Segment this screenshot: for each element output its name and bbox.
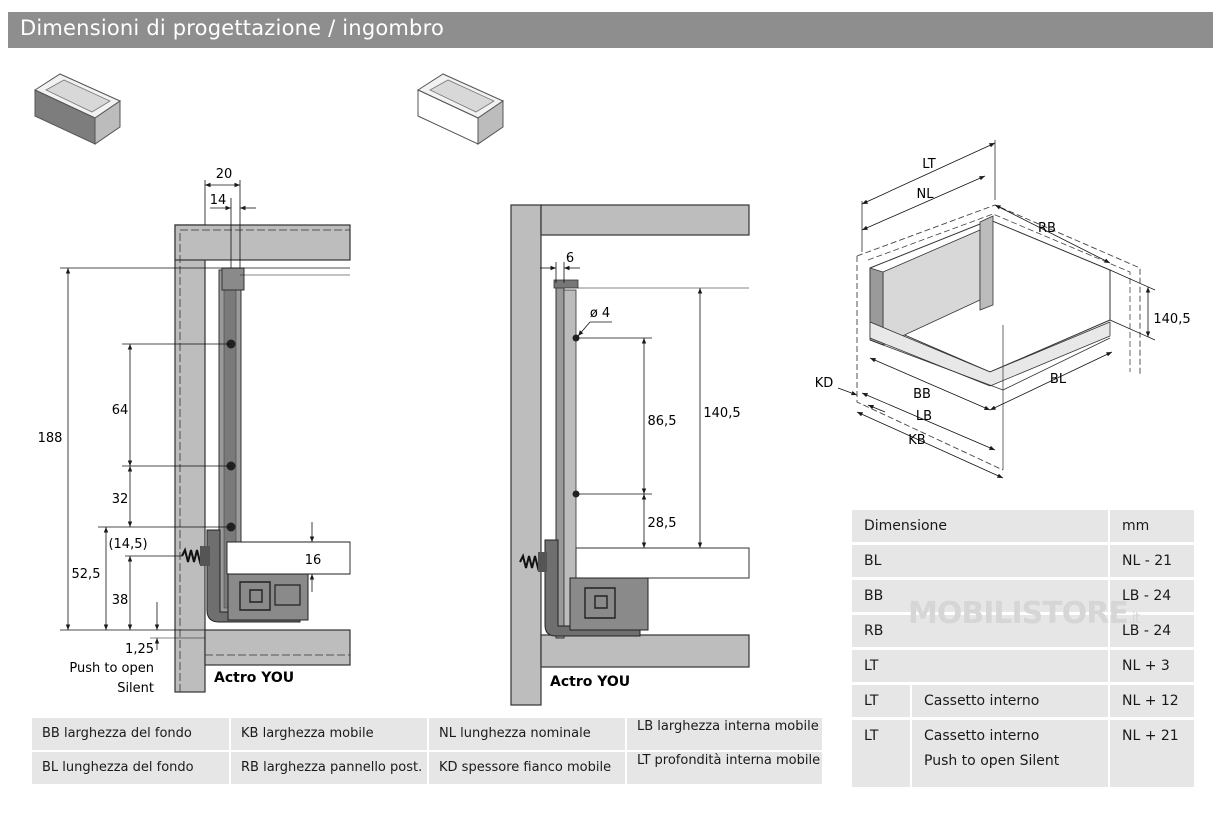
dim-label-28-5: 28,5 xyxy=(648,516,677,531)
table-row-value: LB - 24 xyxy=(1110,615,1194,647)
caption-left: Actro YOU xyxy=(214,670,294,686)
table-row-dim: BB xyxy=(852,580,1108,612)
table-row-dim: RB xyxy=(852,615,1108,647)
dim-label-140-5-mid: 140,5 xyxy=(703,406,740,421)
dim-label-188: 188 xyxy=(38,431,63,446)
legend-lb: LB larghezza interna mobile xyxy=(627,718,822,750)
header-bar: Dimensioni di progettazione / ingombro xyxy=(8,12,1213,48)
drawer-icon-overlay xyxy=(416,73,505,145)
iso-label-bl: BL xyxy=(1050,372,1067,387)
iso-label-bb: BB xyxy=(913,387,931,402)
legend-bb: BB larghezza del fondo xyxy=(32,718,229,750)
table-header-dimension: Dimensione xyxy=(852,510,1108,542)
iso-label-rb: RB xyxy=(1038,221,1056,236)
table-row-value: NL + 3 xyxy=(1110,650,1194,682)
note-silent: Silent xyxy=(117,681,154,696)
dimension-table: Dimensione mm BL NL - 21 BB LB - 24 RB L… xyxy=(852,510,1194,787)
drawer-icon-inset xyxy=(33,73,122,145)
table-row-note: Cassetto interno xyxy=(924,728,1040,744)
iso-label-kd: KD xyxy=(815,376,834,391)
table-row-dim: BL xyxy=(852,545,1108,577)
table-row-dim: LT xyxy=(852,720,910,787)
watermark-logo: MOBILISTORE.it xyxy=(908,596,1141,631)
table-row-value: NL + 12 xyxy=(1110,685,1194,717)
legend-bl: BL lunghezza del fondo xyxy=(32,752,229,784)
dim-label-dia-4: ø 4 xyxy=(590,306,610,321)
dim-label-86-5: 86,5 xyxy=(648,414,677,429)
dim-label-20: 20 xyxy=(216,167,233,182)
isometric-drawing: LT NL RB 140,5 KD BB LB KB BL xyxy=(815,140,1191,479)
abbreviation-legend: BB larghezza del fondo KB larghezza mobi… xyxy=(32,718,822,786)
legend-lt: LT profondità interna mobile xyxy=(627,752,822,784)
table-row-value: NL - 21 xyxy=(1110,545,1194,577)
dim-label-64: 64 xyxy=(112,403,129,418)
middle-section-drawing: 6 ø 4 86,5 140,5 28,5 Actro YOU xyxy=(510,204,750,706)
table-row-note: Cassetto interno xyxy=(912,685,1108,717)
dim-label-16: 16 xyxy=(305,553,322,568)
dim-label-6: 6 xyxy=(566,251,574,266)
table-row-dim: LT xyxy=(852,685,910,717)
iso-label-kb: KB xyxy=(908,433,925,448)
table-header-mm: mm xyxy=(1110,510,1194,542)
dim-label-52-5: 52,5 xyxy=(72,567,101,582)
table-row-note-multi: Cassetto interno Push to open Silent xyxy=(912,720,1108,787)
dim-label-38: 38 xyxy=(112,593,129,608)
legend-kd: KD spessore fianco mobile xyxy=(429,752,625,784)
table-row-value: LB - 24 xyxy=(1110,580,1194,612)
iso-label-lt: LT xyxy=(922,157,935,172)
page-title: Dimensioni di progettazione / ingombro xyxy=(20,16,445,40)
dim-label-14: 14 xyxy=(210,193,227,208)
dim-label-1-25: 1,25 xyxy=(125,642,154,657)
table-row-note-2: Push to open Silent xyxy=(924,753,1060,769)
legend-kb: KB larghezza mobile xyxy=(231,718,427,750)
legend-rb: RB larghezza pannello post. xyxy=(231,752,427,784)
left-section-drawing: 20 14 188 64 32 (14,5) 52,5 38 16 1,25 P… xyxy=(38,167,351,696)
caption-middle: Actro YOU xyxy=(550,674,630,690)
iso-label-lb: LB xyxy=(916,409,932,424)
legend-nl: NL lunghezza nominale xyxy=(429,718,625,750)
note-push-to-open: Push to open xyxy=(69,661,154,676)
iso-label-140-5: 140,5 xyxy=(1153,312,1190,327)
watermark-suffix: .it xyxy=(1127,609,1141,627)
iso-label-nl: NL xyxy=(917,187,935,202)
table-row-value: NL + 21 xyxy=(1110,720,1194,787)
table-row-dim: LT xyxy=(852,650,1108,682)
dim-label-14-5: (14,5) xyxy=(108,537,147,552)
watermark-text: MOBILISTORE xyxy=(908,596,1129,631)
dim-label-32: 32 xyxy=(112,492,129,507)
